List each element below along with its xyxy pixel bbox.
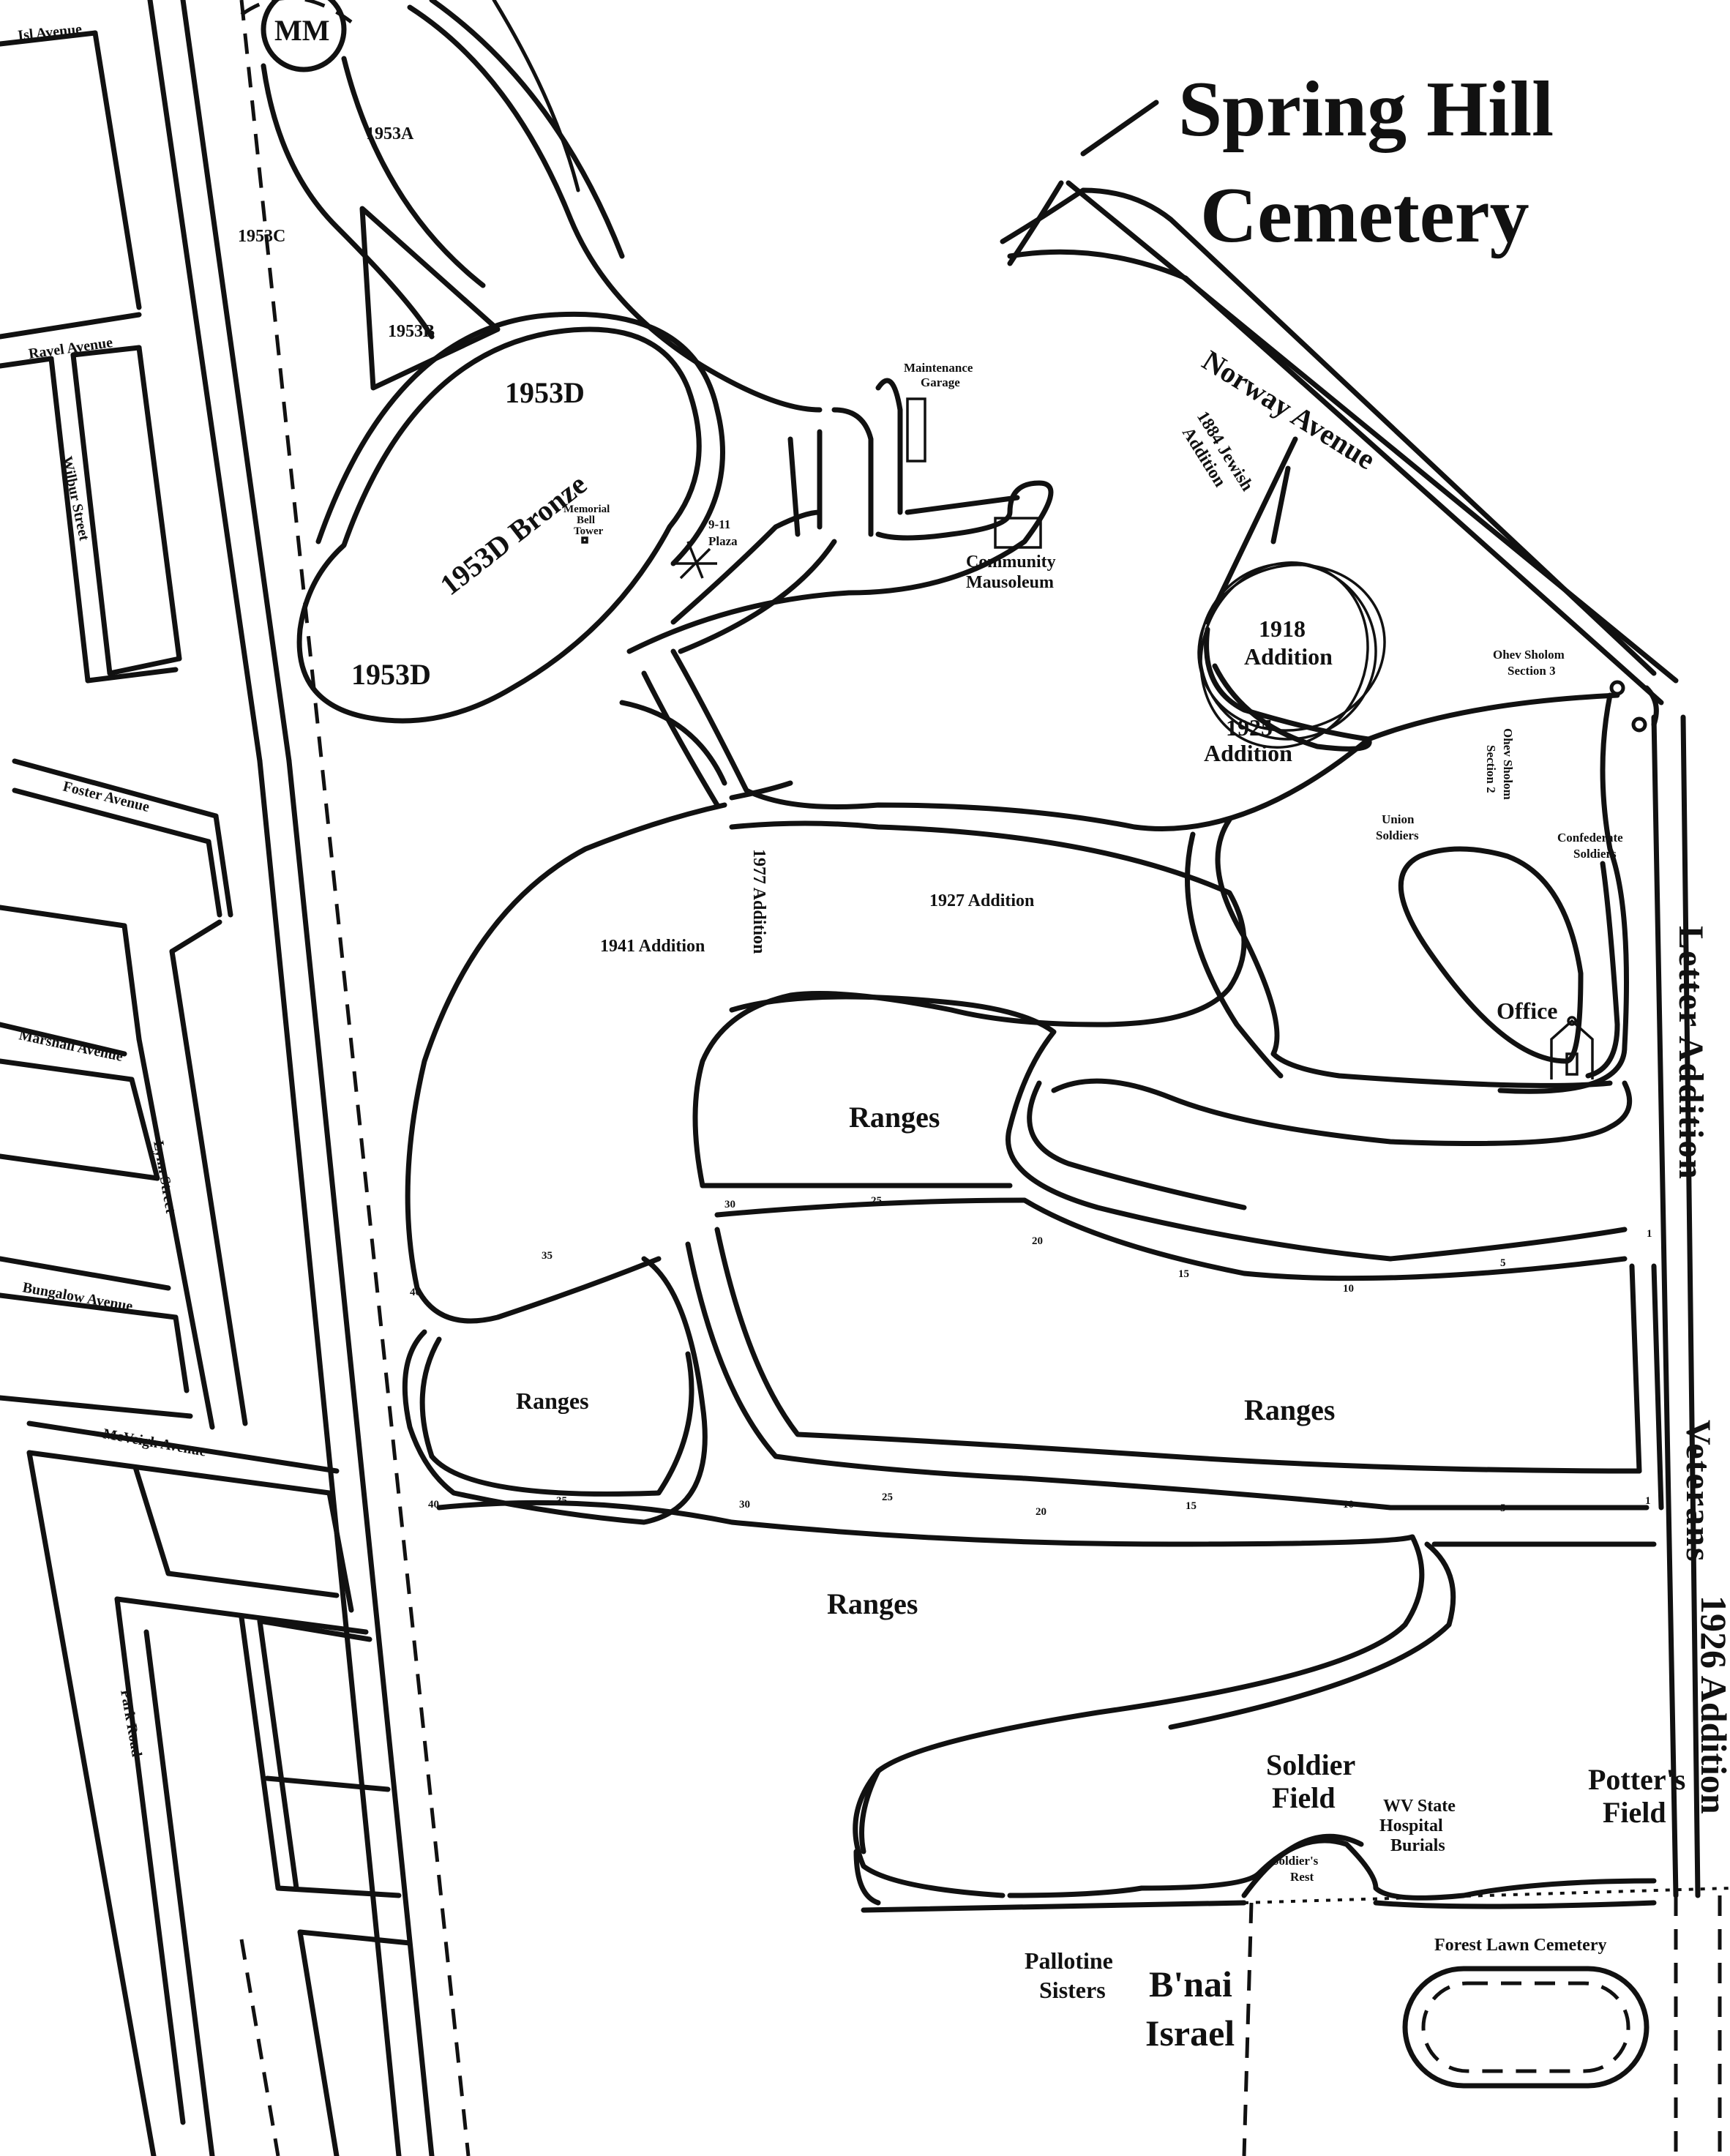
range-marker: 35 <box>556 1495 567 1507</box>
label-maintenance-1: Maintenance <box>904 361 973 375</box>
range-marker: 40 <box>428 1499 439 1511</box>
label-confederate-1: Confederate <box>1557 831 1623 845</box>
label-ravel-avenue: Ravel Avenue <box>28 334 114 362</box>
range-marker: 1 <box>1647 1228 1652 1240</box>
label-wv-1: WV State <box>1383 1797 1456 1816</box>
street-grid <box>0 0 471 2156</box>
range-marker: 5 <box>1500 1257 1506 1269</box>
label-union-2: Soldiers <box>1376 828 1419 842</box>
label-pallotine-1: Pallotine <box>1025 1947 1113 1974</box>
label-letter-addition: Letter Addition <box>1671 926 1710 1180</box>
label-memorial-bell-3: Tower <box>574 525 604 537</box>
label-bnai-2: Israel <box>1145 2013 1235 2054</box>
label-1953b: 1953B <box>388 322 435 341</box>
label-ranges-4: Ranges <box>827 1587 918 1620</box>
label-pallotine-2: Sisters <box>1039 1977 1106 2003</box>
label-soldier-field-1: Soldier <box>1266 1748 1355 1781</box>
range-markers: 30 25 20 15 10 5 1 35 40 40 35 30 25 20 … <box>410 1195 1652 1518</box>
label-1941-addition: 1941 Addition <box>600 937 705 956</box>
label-union-1: Union <box>1382 812 1415 826</box>
label-mausoleum-2: Mausoleum <box>966 573 1054 592</box>
label-marshall-avenue: Marshall Avenue <box>18 1027 124 1065</box>
label-mm: MM <box>274 14 330 47</box>
label-veterans: Veterans <box>1679 1420 1718 1563</box>
cemetery-roads <box>240 0 1730 2156</box>
range-marker: 30 <box>739 1499 750 1511</box>
label-ranges-2: Ranges <box>516 1388 589 1414</box>
range-marker: 20 <box>1032 1235 1043 1247</box>
range-marker: 5 <box>1500 1502 1506 1514</box>
label-1977-addition: 1977 Addition <box>749 849 768 954</box>
label-ranges-3: Ranges <box>1244 1393 1335 1426</box>
map-title: Spring Hill Cemetery <box>1178 66 1554 259</box>
range-marker: 30 <box>724 1199 735 1210</box>
office-building-icon <box>1550 1016 1594 1079</box>
label-1953d-bronze: 1953D Bronze <box>434 468 593 602</box>
label-bungalow-avenue: Bungalow Avenue <box>21 1279 134 1314</box>
range-marker: 15 <box>1186 1500 1197 1512</box>
label-plaza-2: Plaza <box>708 534 738 548</box>
range-marker: 35 <box>542 1250 553 1262</box>
label-1925-2: Addition <box>1204 740 1292 766</box>
label-ohev-s2-1: Ohev Sholom <box>1501 728 1515 800</box>
label-1953a: 1953A <box>366 124 414 143</box>
label-potters-2: Field <box>1603 1796 1666 1829</box>
mausoleum-building <box>994 517 1042 549</box>
label-isl-avenue: Isl Avenue <box>17 21 83 44</box>
label-potters-1: Potter's <box>1588 1763 1685 1796</box>
label-1953d-top: 1953D <box>505 376 585 409</box>
label-1926-addition: 1926 Addition <box>1693 1595 1730 1814</box>
range-marker: 15 <box>1178 1268 1189 1280</box>
range-marker: 25 <box>871 1195 882 1207</box>
range-marker: 10 <box>1343 1283 1354 1295</box>
label-mcveigh-avenue: McVeigh Avenue <box>102 1426 208 1459</box>
label-1953d-bottom: 1953D <box>351 658 431 691</box>
label-1953c: 1953C <box>238 227 285 246</box>
label-office: Office <box>1497 997 1558 1024</box>
label-memorial-bell-1: Memorial <box>563 504 610 515</box>
range-marker: 10 <box>1343 1499 1354 1511</box>
bell-tower-icon <box>581 536 588 544</box>
label-soldier-field-2: Field <box>1272 1781 1336 1814</box>
label-ohev-s2-2: Section 2 <box>1484 745 1498 793</box>
label-plaza-1: 9-11 <box>708 517 730 531</box>
range-marker: 20 <box>1036 1506 1046 1518</box>
buildings <box>581 397 1594 1079</box>
label-maintenance-2: Garage <box>921 375 960 389</box>
label-mausoleum-1: Community <box>966 553 1056 572</box>
label-1925-1: 1925 <box>1226 714 1273 741</box>
label-ranges-1: Ranges <box>849 1101 940 1134</box>
addition-1918-circle <box>1197 561 1386 749</box>
label-1927-addition: 1927 Addition <box>929 891 1034 910</box>
range-marker: 40 <box>410 1287 421 1298</box>
label-park-road: Park Road <box>117 1688 145 1758</box>
label-wv-3: Burials <box>1390 1836 1445 1855</box>
range-marker: 25 <box>882 1491 893 1503</box>
range-marker: 1 <box>1645 1495 1651 1507</box>
label-memorial-bell-2: Bell <box>577 514 595 526</box>
label-soldiers-rest-1: Soldier's <box>1272 1854 1319 1868</box>
label-forest-lawn: Forest Lawn Cemetery <box>1434 1936 1606 1955</box>
label-soldiers-rest-2: Rest <box>1290 1870 1314 1884</box>
title-line-2: Cemetery <box>1200 172 1529 259</box>
plaza-star-icon <box>673 541 717 580</box>
label-ohev-s3-2: Section 3 <box>1508 664 1556 678</box>
label-confederate-2: Soldiers <box>1573 847 1617 861</box>
label-wv-2: Hospital <box>1379 1816 1443 1835</box>
title-line-1: Spring Hill <box>1178 66 1554 153</box>
maintenance-garage-building <box>906 397 926 463</box>
label-ohev-s3-1: Ohev Sholom <box>1493 648 1565 662</box>
label-1918-2: Addition <box>1244 643 1333 670</box>
label-bnai-1: B'nai <box>1149 1964 1232 2005</box>
label-1918-1: 1918 <box>1259 615 1306 642</box>
